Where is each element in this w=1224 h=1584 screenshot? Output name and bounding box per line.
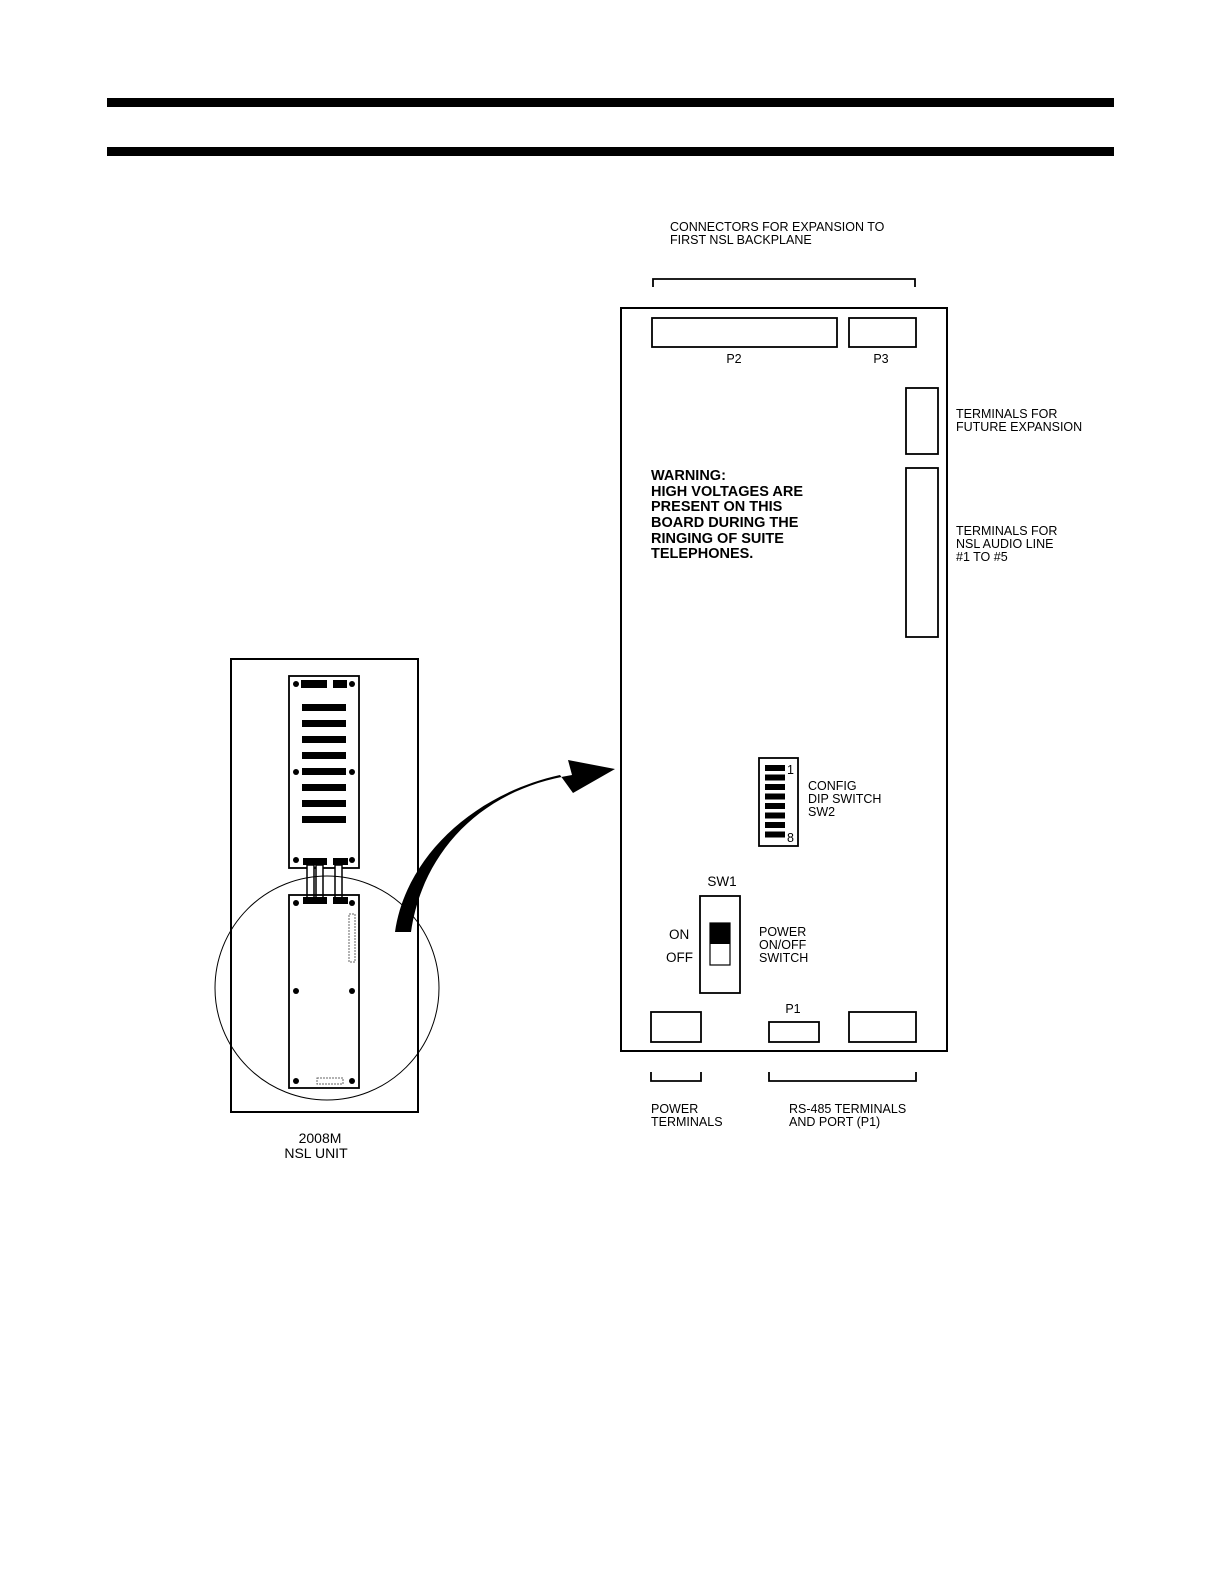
detail-arrow (395, 760, 615, 932)
power-terminals-label-2: TERMINALS (651, 1115, 723, 1129)
config-dip-label-1: CONFIG (808, 779, 857, 793)
rs485-label-2: AND PORT (P1) (789, 1115, 880, 1129)
power-terminals-block (650, 1011, 702, 1043)
audio-line-terminals (905, 467, 939, 638)
terminals-future-label-1: TERMINALS FOR (956, 407, 1057, 421)
power-switch-label-2: ON/OFF (759, 938, 807, 952)
lower-module-terminal-strip (348, 913, 356, 963)
p3-connector (848, 317, 917, 348)
rs485-terminals-block (848, 1011, 917, 1043)
p2-label: P2 (726, 352, 741, 366)
sw1-label: SW1 (707, 874, 736, 889)
power-switch-sw1 (699, 895, 741, 994)
power-switch-label-3: SWITCH (759, 951, 808, 965)
rs485-bracket (768, 1072, 917, 1082)
terminals-audio-label-1: TERMINALS FOR (956, 524, 1057, 538)
on-label: ON (669, 927, 689, 942)
warning-line-3: PRESENT ON THIS (651, 499, 783, 515)
upper-module-terminals (302, 704, 346, 823)
lower-module-bottom-terminals (316, 1077, 344, 1085)
terminals-audio-label-2: NSL AUDIO LINE (956, 537, 1054, 551)
upper-module-screws (293, 681, 355, 863)
config-dip-label-3: SW2 (808, 805, 835, 819)
connectors-expansion-label-1: CONNECTORS FOR EXPANSION TO (670, 220, 885, 234)
lower-module-screws (293, 900, 355, 1084)
warning-line-2: HIGH VOLTAGES ARE (651, 484, 803, 500)
config-dip-label-2: DIP SWITCH (808, 792, 881, 806)
p1-port (768, 1021, 820, 1043)
off-label: OFF (666, 950, 693, 965)
warning-line-1: WARNING: (651, 468, 726, 484)
power-terminals-label-1: POWER (651, 1102, 698, 1116)
unit-name-line-1: 2008M (299, 1130, 342, 1146)
future-expansion-terminals (905, 387, 939, 455)
p1-label: P1 (785, 1002, 800, 1016)
nsl-board-outline (620, 307, 948, 1052)
header-rule-top (107, 98, 1114, 107)
ribbon-cables (303, 858, 348, 904)
warning-line-4: BOARD DURING THE (651, 515, 799, 531)
rs485-label-1: RS-485 TERMINALS (789, 1102, 906, 1116)
lower-module (288, 894, 360, 1089)
header-rule-bottom (107, 147, 1114, 156)
detail-callout-circle (214, 875, 440, 1101)
upper-module (288, 675, 360, 869)
dip-switch-positions (765, 765, 785, 838)
upper-module-connector-small (333, 680, 347, 688)
dip-position-8-label: 8 (787, 831, 794, 845)
expansion-bracket (652, 278, 916, 287)
p3-label: P3 (873, 352, 888, 366)
board-detail: CONNECTORS FOR EXPANSION TO FIRST NSL BA… (620, 220, 1082, 1129)
switch-toggle (710, 923, 730, 944)
upper-module-connector (301, 680, 327, 688)
warning-line-5: RINGING OF SUITE (651, 531, 784, 547)
warning-line-6: TELEPHONES. (651, 546, 753, 562)
p2-connector (651, 317, 838, 348)
terminals-audio-label-3: #1 TO #5 (956, 550, 1008, 564)
power-switch-label-1: POWER (759, 925, 806, 939)
config-dip-switch: 1 8 (758, 757, 799, 847)
dip-position-1-label: 1 (787, 763, 794, 777)
nsl-unit-overview: 2008M NSL UNIT (214, 658, 440, 1161)
high-voltage-warning: WARNING: HIGH VOLTAGES ARE PRESENT ON TH… (651, 468, 803, 562)
connectors-expansion-label-2: FIRST NSL BACKPLANE (670, 233, 812, 247)
power-terminals-bracket (650, 1072, 702, 1082)
unit-name-line-2: NSL UNIT (284, 1145, 348, 1161)
terminals-future-label-2: FUTURE EXPANSION (956, 420, 1082, 434)
